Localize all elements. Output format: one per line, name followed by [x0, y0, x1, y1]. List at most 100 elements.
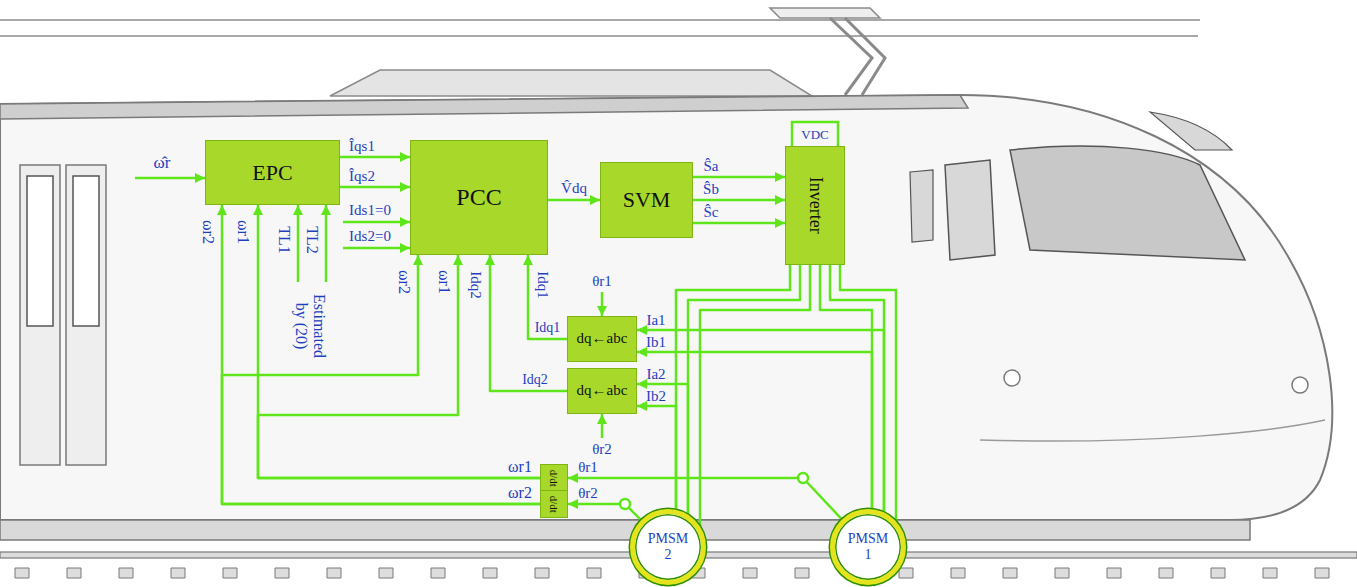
- edge-label: ωr1: [508, 458, 532, 476]
- encoder-symbol: [798, 473, 808, 483]
- signal-label: Idq2: [468, 271, 485, 299]
- door-panel: [20, 165, 60, 465]
- signal-connector: [528, 255, 567, 339]
- signal-label: ωr1: [435, 270, 453, 294]
- input-arrow: [343, 247, 410, 250]
- edge-label: Ib1: [646, 334, 666, 351]
- signal-connector: [568, 478, 842, 519]
- block-box: d/dt: [540, 464, 568, 492]
- signal-connector: [340, 156, 410, 159]
- signal-connector: [222, 255, 540, 504]
- signal-label: ωr1: [234, 220, 252, 244]
- edge-label: Ia2: [646, 366, 665, 383]
- node-text: PCC: [456, 184, 501, 212]
- node-text: PMSM 1: [844, 531, 892, 563]
- input-arrow: [135, 177, 205, 180]
- signal-connector: [340, 186, 410, 189]
- signal-connector: [258, 255, 540, 478]
- signal-connector: [693, 222, 785, 225]
- motor-circle: PMSM 2: [630, 509, 706, 585]
- input-arrow: [325, 205, 328, 282]
- edge-label: Îqs1: [349, 138, 375, 155]
- nose-line: [980, 420, 1325, 441]
- edge-label: Ŝa: [704, 158, 719, 175]
- signal-connector: [637, 352, 872, 509]
- node-text: d/dt: [548, 495, 561, 512]
- signal-label: Idq1: [535, 271, 552, 299]
- block-box: PCC: [410, 140, 548, 255]
- edge-label: Ŝb: [703, 181, 719, 198]
- signal-connector: [693, 176, 785, 179]
- door-panel: [66, 165, 106, 465]
- signal-label: ωr2: [395, 270, 413, 294]
- node-text: SVM: [623, 187, 671, 212]
- underframe-skirt: [0, 520, 1250, 540]
- block-box: Inverter: [785, 146, 845, 265]
- edge-label: V̂dq: [561, 180, 587, 197]
- cab-window: [910, 170, 933, 242]
- headlight: [1292, 377, 1308, 393]
- signal-connector: [676, 265, 810, 527]
- encoder-symbol: [620, 499, 630, 509]
- input-arrow: [601, 414, 604, 438]
- door-window: [27, 176, 53, 326]
- signal-connector: [490, 255, 567, 391]
- roof-fairing: [330, 70, 812, 96]
- node-text: EPC: [252, 160, 292, 185]
- overhead-wire: [0, 35, 1198, 37]
- train-body: [0, 95, 1332, 520]
- edge-label: θr2: [578, 485, 598, 502]
- edge-label: Ib2: [646, 388, 666, 405]
- signal-connector: [637, 384, 688, 515]
- signal-label: θr1: [592, 273, 612, 290]
- input-arrow: [297, 205, 300, 282]
- edge-label: Idq2: [522, 372, 548, 387]
- cab-window: [945, 160, 995, 260]
- signal-label: ωr2: [199, 220, 217, 244]
- signal-label: TL1: [275, 226, 293, 254]
- signal-connector: [693, 199, 785, 202]
- edge-label: Ŝc: [704, 204, 719, 221]
- signal-label: Estimated by (20): [292, 294, 327, 358]
- signal-label: Ids2=0: [349, 228, 391, 245]
- edge-label: ωr2: [508, 484, 532, 502]
- edge-label: Îqs2: [349, 168, 375, 185]
- block-box: EPC: [205, 140, 340, 205]
- edge-label: Idq1: [535, 320, 561, 335]
- block-box: SVM: [600, 162, 693, 238]
- node-text: Inverter: [805, 177, 826, 234]
- signal-label: Ids1=0: [349, 202, 391, 219]
- block-box: d/dt: [540, 490, 568, 518]
- node-text: d/dt: [548, 469, 561, 486]
- roof-band: [0, 95, 968, 119]
- edge-label: Ia1: [646, 312, 665, 329]
- node-text: PMSM 2: [644, 531, 692, 563]
- block-box: dq←abc: [567, 316, 637, 362]
- signal-connector: [637, 406, 676, 510]
- dc-link-bracket: [792, 122, 838, 146]
- motor-circle: PMSM 1: [830, 509, 906, 585]
- windshield: [1010, 146, 1245, 260]
- node-text: dq←abc: [577, 330, 628, 347]
- signal-label: θr2: [592, 441, 612, 458]
- signal-label: VDC: [801, 128, 828, 142]
- input-arrow: [601, 292, 604, 316]
- block-box: dq←abc: [567, 368, 637, 414]
- signal-connector: [548, 199, 600, 202]
- pantograph-head: [770, 8, 880, 18]
- door-window: [73, 176, 99, 326]
- signal-label: ω̂r: [154, 154, 171, 173]
- pantograph-arm: [830, 18, 885, 95]
- node-text: dq←abc: [577, 382, 628, 399]
- signal-label: TL2: [303, 226, 321, 254]
- headlight: [1004, 370, 1020, 386]
- overhead-wire: [0, 19, 1200, 21]
- input-arrow: [343, 221, 410, 224]
- edge-label: θr1: [578, 459, 598, 476]
- signal-connector: [637, 330, 884, 513]
- roof-window: [1150, 112, 1232, 150]
